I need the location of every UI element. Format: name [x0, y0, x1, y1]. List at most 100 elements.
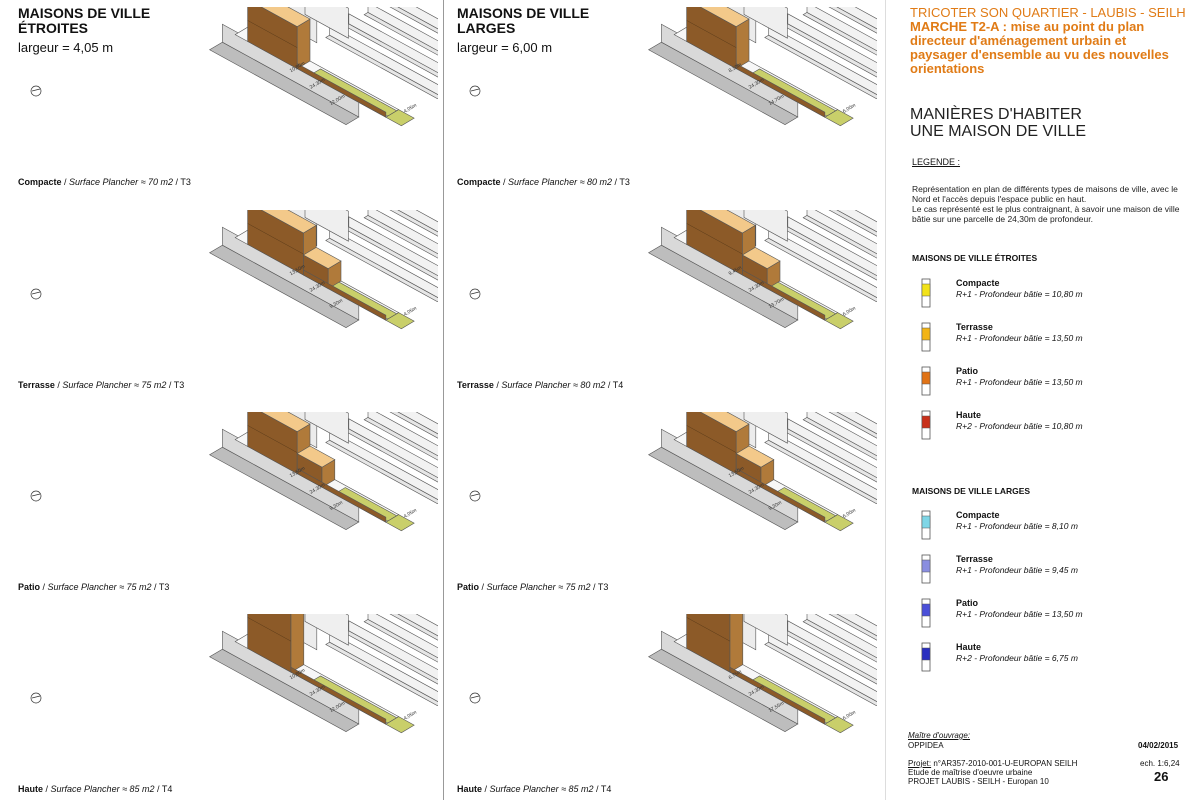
plot-built-area	[921, 647, 931, 661]
front-yard	[824, 716, 854, 734]
front-yard	[385, 716, 415, 734]
house-type: Compacte	[18, 177, 62, 187]
legend-item-name: Terrasse	[956, 322, 993, 332]
legend-item-detail: R+1 - Profondeur bâtie = 13,50 m	[956, 333, 1083, 343]
legend-narrow-heading: MAISONS DE VILLE ÉTROITES	[912, 253, 1038, 263]
panel-caption: Terrasse / Surface Plancher ≈ 75 m2 / T3	[18, 380, 185, 390]
north-arrow-needle	[31, 695, 41, 699]
legend-item-detail: R+1 - Profondeur bâtie = 10,80 m	[956, 289, 1083, 299]
neighbour-plot	[828, 614, 877, 641]
column-divider	[443, 0, 444, 800]
front-yard	[385, 312, 415, 330]
neighbour-plot	[389, 7, 438, 34]
garden-wall	[729, 666, 826, 725]
north-arrow-icon	[30, 85, 42, 97]
panel-caption: Patio / Surface Plancher ≈ 75 m2 / T3	[457, 582, 609, 592]
plot-built-area	[921, 559, 931, 573]
north-arrow-needle	[470, 493, 480, 497]
legend-wide-heading: MAISONS DE VILLE LARGES	[912, 486, 1031, 496]
house-roof	[260, 412, 311, 432]
garden-wall	[290, 666, 387, 725]
neighbour-wall	[397, 412, 438, 435]
neighbour-wall	[806, 412, 877, 457]
neighbour-wall	[768, 24, 877, 95]
plot-swatch-icon	[921, 410, 931, 440]
plot-swatch-icon	[921, 642, 931, 672]
north-arrow-icon	[30, 288, 42, 300]
front-yard	[824, 109, 854, 127]
house-front-wall	[296, 18, 311, 70]
neighbour-plot	[363, 417, 438, 461]
north-arrow-icon	[30, 490, 42, 502]
annex-roof	[741, 247, 781, 269]
plot-built-area	[921, 283, 931, 297]
garden-wall	[742, 269, 826, 321]
neighbour-wall	[397, 614, 438, 637]
neighbour-wall	[329, 24, 438, 95]
scale: ech. 1:6,24	[1140, 759, 1180, 768]
dimension-label: 4,05m	[403, 306, 418, 318]
typology: T3	[619, 177, 630, 187]
house-type: Haute	[18, 784, 44, 794]
neighbour-plot	[828, 7, 877, 34]
mission-title: MARCHE T2-A : mise au point du plan dire…	[910, 19, 1169, 76]
neighbour-plot	[389, 412, 438, 439]
column-divider-right	[885, 0, 886, 800]
north-arrow-needle	[31, 291, 41, 295]
plot-built-area	[921, 603, 931, 617]
plot-swatch-icon	[921, 278, 931, 308]
typology: T4	[612, 380, 624, 390]
house-type: Compacte	[457, 177, 501, 187]
neighbour-wall	[768, 227, 877, 298]
neighbour-plot	[363, 12, 438, 56]
surface: Surface Plancher ≈ 80 m2	[508, 177, 613, 187]
dimension-label: 6,00m	[842, 306, 857, 318]
surface: Surface Plancher ≈ 75 m2	[62, 380, 167, 390]
neighbour-plot	[828, 210, 877, 237]
dimension-label: 4,05m	[403, 710, 418, 722]
surface: Surface Plancher ≈ 75 m2	[486, 582, 591, 592]
neighbour-wall	[367, 7, 438, 52]
neighbour-wall	[348, 13, 438, 74]
legend-label: LEGENDE :	[912, 157, 961, 167]
garden-wall	[735, 63, 826, 118]
typology: T3	[180, 177, 191, 187]
page-number: 26	[1154, 769, 1169, 784]
legend-item-detail: R+1 - Profondeur bâtie = 9,45 m	[956, 565, 1078, 575]
north-arrow-needle	[470, 695, 480, 699]
plot-built-area	[921, 515, 931, 529]
neighbour-wall	[329, 227, 438, 298]
neighbour-wall	[806, 614, 877, 659]
legend-item-name: Haute	[956, 642, 982, 652]
typology: T3	[597, 582, 609, 592]
panel-caption: Haute / Surface Plancher ≈ 85 m2 / T4	[18, 784, 173, 794]
dimension-label: 4,05m	[403, 508, 418, 520]
neighbour-house-wall	[743, 210, 788, 242]
neighbour-plot	[802, 417, 877, 461]
house-type: Terrasse	[457, 380, 494, 390]
neighbour-house-wall	[304, 7, 349, 39]
neighbour-plot	[389, 614, 438, 641]
legend-description: Représentation en plan de différents typ…	[912, 184, 1180, 224]
neighbour-wall	[329, 429, 438, 500]
plot-swatch-icon	[921, 366, 931, 396]
neighbour-house-wall	[304, 614, 349, 646]
house-front-wall	[735, 18, 750, 70]
neighbour-wall	[787, 620, 877, 681]
neighbour-plot	[802, 12, 877, 56]
legend-item-detail: R+2 - Profondeur bâtie = 10,80 m	[956, 421, 1083, 431]
neighbour-wall	[787, 216, 877, 277]
neighbour-house-wall	[743, 412, 788, 444]
front-yard	[824, 514, 854, 532]
floor-line	[247, 20, 298, 48]
floor-line	[686, 425, 737, 453]
